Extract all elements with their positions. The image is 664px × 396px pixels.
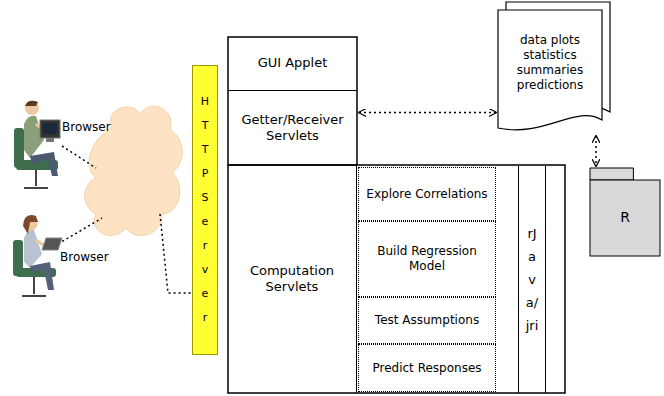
module-box: Test Assumptions [358, 297, 496, 344]
box-label: GUI Applet [258, 55, 328, 71]
user-at-computer [13, 215, 62, 296]
user-at-computer [14, 101, 60, 188]
vertical-label: HTTP Server [200, 90, 211, 330]
box-label: R [620, 209, 630, 227]
box-label: Predict Responses [372, 361, 481, 376]
vertical-label: rJava/jri [526, 222, 539, 337]
server-band: HTTP Server [192, 65, 218, 355]
client-label: Browser [62, 120, 111, 134]
box-label: data plots statistics summaries predicti… [517, 33, 584, 93]
output-document: data plots statistics summaries predicti… [498, 10, 602, 134]
r-package: R [590, 168, 660, 256]
network-line [58, 146, 192, 293]
client-label: Browser [60, 250, 109, 264]
module-box: Explore Correlations [358, 167, 496, 221]
data-flow-arrow [359, 112, 496, 114]
box-label: Build Regression Model [363, 244, 491, 274]
box-label: Getter/Receiver Servlets [233, 112, 352, 145]
bridge-band: rJava/jri [518, 166, 546, 393]
applet-box: GUI Applet [228, 37, 357, 91]
module-box: Predict Responses [358, 344, 496, 392]
box-label: Computation Servlets [233, 263, 352, 296]
box-label: Explore Correlations [366, 187, 487, 202]
data-flow-arrow [595, 136, 597, 166]
servlet-box: Computation Servlets [228, 165, 357, 393]
servlet-box: Getter/Receiver Servlets [228, 91, 357, 165]
box-label: Test Assumptions [375, 313, 479, 328]
module-box: Build Regression Model [358, 221, 496, 297]
